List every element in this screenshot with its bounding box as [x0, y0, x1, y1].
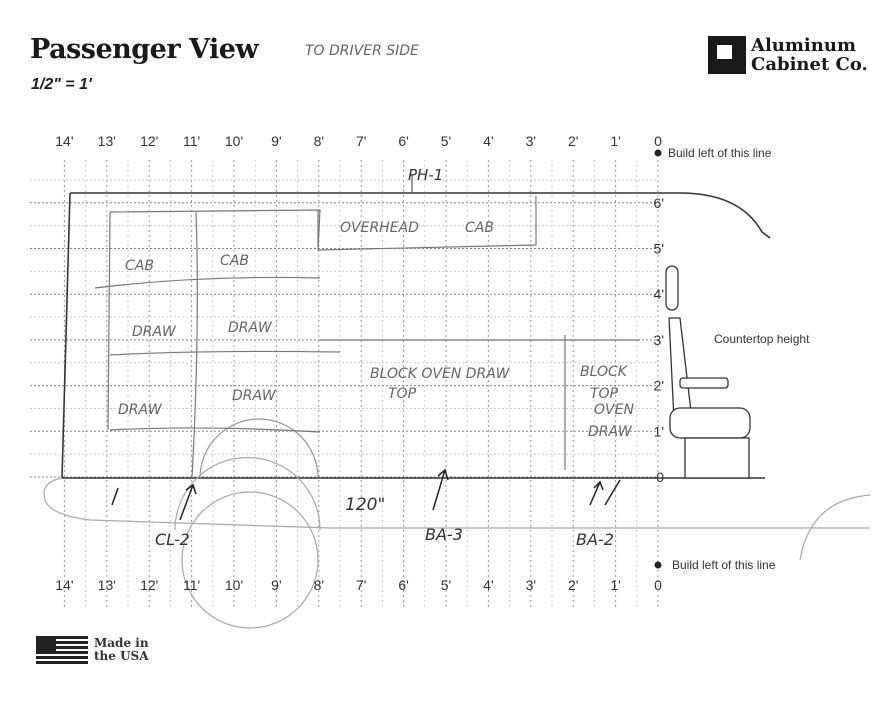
ruler-bottom-label: 5' — [441, 577, 451, 593]
van-body-lower — [43, 418, 871, 629]
made-in-usa-badge: Made in the USA — [36, 636, 149, 664]
ruler-bottom-label: 10' — [225, 577, 243, 593]
ruler-bottom-label: 6' — [398, 577, 408, 593]
ruler-bottom-label: 9' — [271, 577, 281, 593]
ruler-top-label: 2' — [568, 133, 578, 149]
ruler-labels: 14' 14' 13' 13' 12' 12' 11' 11' 10' 10' 9' 9' 8' 8' 7'… — [55, 133, 664, 593]
pencil-sketch — [94, 196, 640, 479]
ruler-top-label: 0 — [654, 133, 662, 149]
build-line-dot-bottom — [654, 561, 662, 569]
ruler-top-label: 13' — [98, 133, 116, 149]
ruler-top-label: 10' — [225, 133, 243, 149]
ruler-bottom-label: 4' — [483, 577, 493, 593]
flag-icon — [36, 636, 88, 664]
note-to-driver-side: TO DRIVER SIDE — [305, 43, 419, 59]
ruler-bottom-label: 14' — [55, 577, 73, 593]
note-cab-1: CAB — [125, 258, 154, 274]
ruler-top-label: 5' — [441, 133, 451, 149]
ruler-bottom-label: 2' — [568, 577, 578, 593]
build-left-note-bottom: Build left of this line — [672, 558, 776, 572]
ruler-bottom-label: 3' — [526, 577, 536, 593]
height-label: 2' — [654, 378, 664, 394]
note-draw-5: DRAW — [588, 424, 633, 440]
note-length: 120" — [345, 495, 385, 515]
note-ba-3: BA-3 — [425, 525, 463, 544]
note-cab-2: CAB — [220, 253, 249, 269]
ruler-top-label: 12' — [140, 133, 158, 149]
arrow-marks — [111, 468, 621, 521]
ruler-bottom-label: 0 — [654, 577, 662, 593]
height-label: 3' — [654, 332, 664, 348]
logo-mark-icon — [708, 36, 746, 74]
note-cl-2: CL-2 — [155, 530, 190, 549]
passenger-seat — [665, 265, 751, 479]
note-top-2: TOP — [590, 386, 619, 402]
ruler-bottom-label: 7' — [356, 577, 366, 593]
ruler-top-label: 6' — [398, 133, 408, 149]
usa-line-1: Made in — [94, 636, 149, 650]
logo-line-2: Cabinet Co. — [751, 54, 868, 75]
build-left-note-top: Build left of this line — [668, 146, 772, 160]
note-draw-4: DRAW — [232, 388, 277, 404]
height-label: 5' — [654, 241, 664, 257]
note-draw-3: DRAW — [118, 402, 163, 418]
usa-line-2: the USA — [94, 649, 149, 663]
note-ba-2: BA-2 — [576, 530, 614, 549]
ruler-top-label: 4' — [483, 133, 493, 149]
ruler-top-label: 7' — [356, 133, 366, 149]
ruler-top-label: 14' — [55, 133, 73, 149]
page-title: Passenger View — [30, 34, 259, 65]
ruler-bottom-label: 11' — [183, 577, 200, 593]
note-ph: PH-1 — [408, 166, 443, 184]
ruler-top-label: 8' — [314, 133, 324, 149]
ruler-bottom-label: 13' — [98, 577, 116, 593]
scale-label: 1/2" = 1' — [31, 76, 92, 93]
note-overhead: OVERHEAD — [340, 220, 419, 236]
build-line-dot-top — [654, 149, 662, 157]
brand-logo: Aluminum Cabinet Co. — [708, 36, 868, 74]
logo-line-1: Aluminum — [751, 35, 856, 56]
ruler-top-label: 9' — [271, 133, 281, 149]
height-label: 1' — [654, 423, 664, 439]
note-block: BLOCK — [580, 364, 629, 380]
ruler-bottom-label: 8' — [314, 577, 324, 593]
ruler-bottom-label: 12' — [140, 577, 158, 593]
ruler-top-label: 1' — [610, 133, 620, 149]
note-overhead-cab: CAB — [465, 220, 494, 236]
note-draw-1: DRAW — [132, 324, 177, 340]
note-block-oven-draw: BLOCK OVEN DRAW — [370, 366, 511, 382]
ruler-top-label: 3' — [526, 133, 536, 149]
ruler-bottom-label: 1' — [610, 577, 620, 593]
note-draw-2: DRAW — [228, 320, 273, 336]
countertop-height-label: Countertop height — [714, 332, 810, 346]
ruler-top-label: 11' — [183, 133, 200, 149]
handwriting: TO DRIVER SIDE PH-1 OVERHEAD CAB CAB CAB… — [111, 43, 634, 549]
note-top: TOP — [388, 386, 417, 402]
grid — [30, 160, 659, 610]
height-label: 0 — [656, 469, 664, 485]
height-label: 6' — [654, 195, 664, 211]
note-oven: OVEN — [594, 402, 634, 418]
height-label: 4' — [654, 286, 664, 302]
